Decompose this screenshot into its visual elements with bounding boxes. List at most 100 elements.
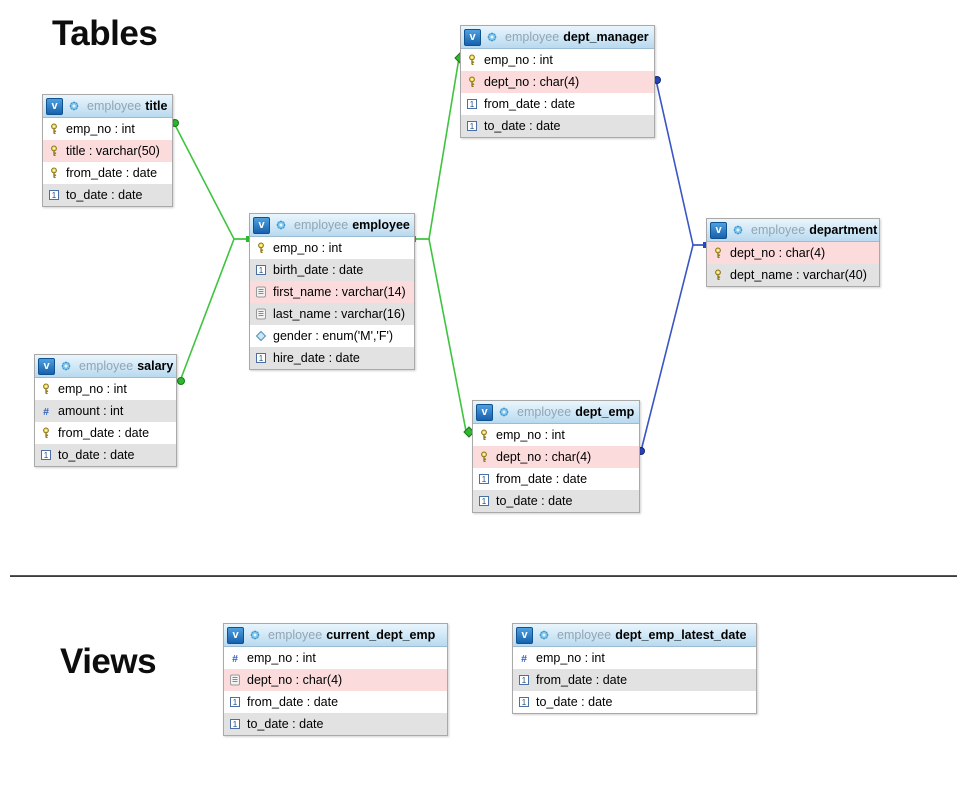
primary-key-icon [478,451,490,463]
enum-icon [255,330,267,342]
svg-text:1: 1 [482,475,487,484]
gear-icon [248,628,262,642]
column-row-amount: #amount : int [35,400,176,422]
column-row-emp_no: #emp_no : int [224,647,447,669]
relation-employee-dept-emp [413,238,473,434]
gear-icon [537,628,551,642]
column-label: from_date : date [496,472,588,486]
column-label: dept_name : varchar(40) [730,268,867,282]
svg-text:#: # [521,653,527,664]
table-name-label: department [809,223,878,237]
column-row-last_name: last_name : varchar(16) [250,303,414,325]
table-name-label: dept_emp [575,405,635,419]
column-label: dept_no : char(4) [730,246,826,260]
view-badge-icon: v [476,403,493,421]
relation-salary-employee [179,238,250,382]
column-row-from_date: from_date : date [35,422,176,444]
schema-label: employee [517,405,572,419]
schema-label: employee [87,99,142,113]
column-row-dept_no: dept_no : char(4) [224,669,447,691]
table-name-label: title [145,99,168,113]
column-label: dept_no : char(4) [247,673,343,687]
relation-employee-dept-manager [413,57,460,240]
column-label: title : varchar(50) [66,144,160,158]
view-badge-icon: v [227,626,244,644]
svg-text:1: 1 [522,676,527,685]
schema-label: employee [751,223,806,237]
views-heading: Views [60,642,157,681]
schema-label: employee [268,628,323,642]
schema-label: employee [557,628,612,642]
date-icon: 1 [478,495,490,507]
primary-key-icon [48,123,60,135]
gear-icon [274,218,288,232]
column-row-dept_name: dept_name : varchar(40) [707,264,879,286]
column-row-emp_no: emp_no : int [461,49,654,71]
column-label: first_name : varchar(14) [273,285,406,299]
svg-text:1: 1 [233,720,238,729]
column-label: dept_no : char(4) [484,75,580,89]
primary-key-icon [40,427,52,439]
primary-key-icon [466,54,478,66]
schema-label: employee [294,218,349,232]
view-badge-icon: v [253,216,270,234]
primary-key-icon [466,76,478,88]
primary-key-icon [48,167,60,179]
primary-key-icon [712,269,724,281]
numeric-icon: # [518,652,530,664]
date-icon: 1 [255,352,267,364]
column-label: from_date : date [247,695,339,709]
relation-dept-emp-department [640,244,706,452]
column-label: from_date : date [66,166,158,180]
section-divider [10,575,957,577]
schema-label: employee [505,30,560,44]
column-row-to_date: 1 to_date : date [461,115,654,137]
column-label: emp_no : int [484,53,553,67]
column-row-emp_no: emp_no : int [43,118,172,140]
column-label: emp_no : int [273,241,342,255]
primary-key-icon [40,383,52,395]
primary-key-icon [255,242,267,254]
date-icon: 1 [229,718,241,730]
primary-key-icon [478,429,490,441]
gear-icon [485,30,499,44]
text-icon [255,286,267,298]
column-label: to_date : date [66,188,143,202]
column-row-to_date: 1 to_date : date [43,184,172,206]
text-icon [229,674,241,686]
gear-icon [497,405,511,419]
date-icon: 1 [518,696,530,708]
svg-text:1: 1 [522,698,527,707]
svg-text:1: 1 [470,100,475,109]
table-name-label: dept_emp_latest_date [615,628,747,642]
svg-text:1: 1 [259,266,264,275]
date-icon: 1 [478,473,490,485]
svg-text:1: 1 [52,191,57,200]
date-icon: 1 [48,189,60,201]
column-row-emp_no: #emp_no : int [513,647,756,669]
column-label: to_date : date [484,119,561,133]
gear-icon [59,359,73,373]
date-icon: 1 [466,120,478,132]
